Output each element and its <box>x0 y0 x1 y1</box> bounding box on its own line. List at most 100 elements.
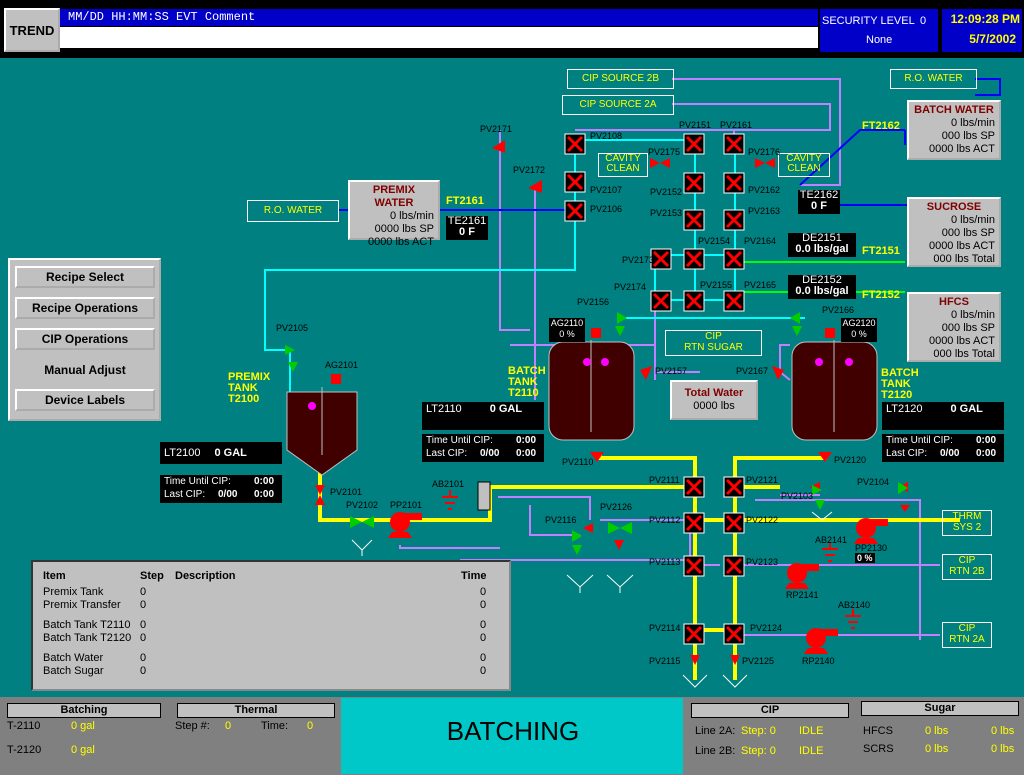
pv2106-label[interactable]: PV2106 <box>590 204 623 214</box>
pv2152-label[interactable]: PV2152 <box>650 187 683 197</box>
pv2110-label[interactable]: PV2110 <box>562 457 594 467</box>
pv2112-label[interactable]: PV2112 <box>649 515 681 525</box>
row-item: Batch Water <box>43 652 104 664</box>
pv2107-label[interactable]: PV2107 <box>590 185 623 195</box>
pv2174-label[interactable]: PV2174 <box>614 282 647 292</box>
manual-adjust-label[interactable]: Manual Adjust <box>44 363 126 377</box>
sucrose-act: 0000 lbs ACT <box>928 240 995 252</box>
cip-line2b-label: Line 2B: <box>695 745 736 757</box>
pp2130-label[interactable]: PP2130 <box>855 543 888 553</box>
pv2101-label[interactable]: PV2101 <box>330 487 363 497</box>
ro-water-tag-batch[interactable]: R.O. WATER <box>890 69 977 89</box>
pv2164-label[interactable]: PV2164 <box>744 236 777 246</box>
pv2161-label[interactable]: PV2161 <box>720 120 753 130</box>
pv2102-label[interactable]: PV2102 <box>346 500 379 510</box>
trend-button[interactable]: TREND <box>4 8 60 52</box>
pv2156-label[interactable]: PV2156 <box>577 297 610 307</box>
thermal-panel[interactable]: Thermal Step #: 0 Time: 0 <box>170 697 340 775</box>
premix-water-box[interactable]: PREMIX WATER 0 lbs/min 0000 lbs SP 0000 … <box>348 180 440 248</box>
pv2125-label[interactable]: PV2125 <box>742 656 775 666</box>
cip-panel[interactable]: CIP Line 2A: Step: 0 IDLE Line 2B: Step:… <box>684 697 854 775</box>
pv2165-label[interactable]: PV2165 <box>744 280 777 290</box>
cip-line2b-step: Step: 0 <box>741 745 776 757</box>
cavity-clean-left-l1: CAVITY <box>605 153 641 164</box>
sucrose-box[interactable]: SUCROSE 0 lbs/min 000 lbs SP 0000 lbs AC… <box>907 197 1001 267</box>
ft2151-label: FT2151 <box>862 245 900 257</box>
cip-operations-button[interactable]: CIP Operations <box>15 328 155 350</box>
status-bar: Batching T-2110 0 gal T-2120 0 gal Therm… <box>0 697 1024 775</box>
pv2171-label[interactable]: PV2171 <box>480 124 513 134</box>
pv2176-label[interactable]: PV2176 <box>748 147 781 157</box>
de2152-tag: DE2152 <box>802 274 842 286</box>
row-step: 0 <box>140 586 147 598</box>
pv2120-label[interactable]: PV2120 <box>834 455 867 465</box>
row-step: 0 <box>140 599 147 611</box>
cavity-clean-right-l2: CLEAN <box>787 163 821 174</box>
pv2122-label[interactable]: PV2122 <box>746 515 779 525</box>
pv2154-label[interactable]: PV2154 <box>698 236 731 246</box>
pv2162-label[interactable]: PV2162 <box>748 185 781 195</box>
pv2175-label[interactable]: PV2175 <box>648 147 681 157</box>
ag2101-label[interactable]: AG2101 <box>325 360 359 370</box>
security-level-value: 0 <box>920 15 927 27</box>
hfcs-box[interactable]: HFCS 0 lbs/min 000 lbs SP 0000 lbs ACT 0… <box>907 292 1001 362</box>
pv2126-label[interactable]: PV2126 <box>600 502 633 512</box>
ab2101-label[interactable]: AB2101 <box>432 479 465 489</box>
premix-water-sp: 0000 lbs SP <box>374 223 434 235</box>
pv2115-label[interactable]: PV2115 <box>649 656 681 666</box>
hfcs-sp: 000 lbs SP <box>941 322 995 334</box>
t2120-lastcip-date: 0/00 <box>940 448 960 459</box>
pv2157-label[interactable]: PV2157 <box>655 366 688 376</box>
pv2121-label[interactable]: PV2121 <box>746 475 779 485</box>
batching-panel-title: Batching <box>7 703 161 718</box>
batching-t2110-value: 0 gal <box>71 720 95 732</box>
cip-source-2b-tag[interactable]: CIP SOURCE 2B <box>567 69 674 89</box>
pv2173-label[interactable]: PV2173 <box>622 255 655 265</box>
recipe-select-button[interactable]: Recipe Select <box>15 266 155 288</box>
col-header-time: Time <box>461 570 487 582</box>
pv2116-label[interactable]: PV2116 <box>545 515 577 525</box>
batching-panel[interactable]: Batching T-2110 0 gal T-2120 0 gal <box>0 697 170 775</box>
batching-t2110-label: T-2110 <box>7 720 41 732</box>
premix-tank-l2: TANK <box>228 382 258 394</box>
cavity-clean-left-l2: CLEAN <box>606 163 640 174</box>
pv2123-label[interactable]: PV2123 <box>746 557 779 567</box>
rp2140-label[interactable]: RP2140 <box>802 656 835 666</box>
ro-water-tag-premix[interactable]: R.O. WATER <box>247 200 339 222</box>
sugar-panel[interactable]: Sugar HFCS 0 lbs 0 lbs SCRS 0 lbs 0 lbs <box>854 697 1024 775</box>
pp2101-label[interactable]: PP2101 <box>390 500 423 510</box>
rp2141-label[interactable]: RP2141 <box>786 590 819 600</box>
pv2155-label[interactable]: PV2155 <box>700 280 733 290</box>
pv2172-label[interactable]: PV2172 <box>513 165 546 175</box>
pv2103-label[interactable]: PV2103 <box>781 491 814 501</box>
pv2108-label[interactable]: PV2108 <box>590 131 623 141</box>
pv2124-label[interactable]: PV2124 <box>750 623 783 633</box>
pv2163-label[interactable]: PV2163 <box>748 206 781 216</box>
pv2105-label[interactable]: PV2105 <box>276 323 309 333</box>
pv2113-label[interactable]: PV2113 <box>649 557 681 567</box>
pv2114-label[interactable]: PV2114 <box>649 623 681 633</box>
device-labels-button[interactable]: Device Labels <box>15 389 155 411</box>
pv2111-label[interactable]: PV2111 <box>649 475 680 485</box>
cip-source-2a-tag[interactable]: CIP SOURCE 2A <box>562 95 674 115</box>
recipe-operations-button[interactable]: Recipe Operations <box>15 297 155 319</box>
event-log-line[interactable] <box>60 27 818 48</box>
total-water-box[interactable]: Total Water 0000 lbs <box>670 380 758 420</box>
pv2104-label[interactable]: PV2104 <box>857 477 890 487</box>
pv2166-label[interactable]: PV2166 <box>822 305 855 315</box>
pv2153-label[interactable]: PV2153 <box>650 208 683 218</box>
lt2120-value: 0 GAL <box>950 403 983 415</box>
ab2140-label[interactable]: AB2140 <box>838 600 871 610</box>
ab2141-label[interactable]: AB2141 <box>815 535 848 545</box>
pv2151-label[interactable]: PV2151 <box>679 120 712 130</box>
pv2167-label[interactable]: PV2167 <box>736 366 769 376</box>
batch-water-box[interactable]: BATCH WATER 0 lbs/min 000 lbs SP 0000 lb… <box>907 100 1001 160</box>
